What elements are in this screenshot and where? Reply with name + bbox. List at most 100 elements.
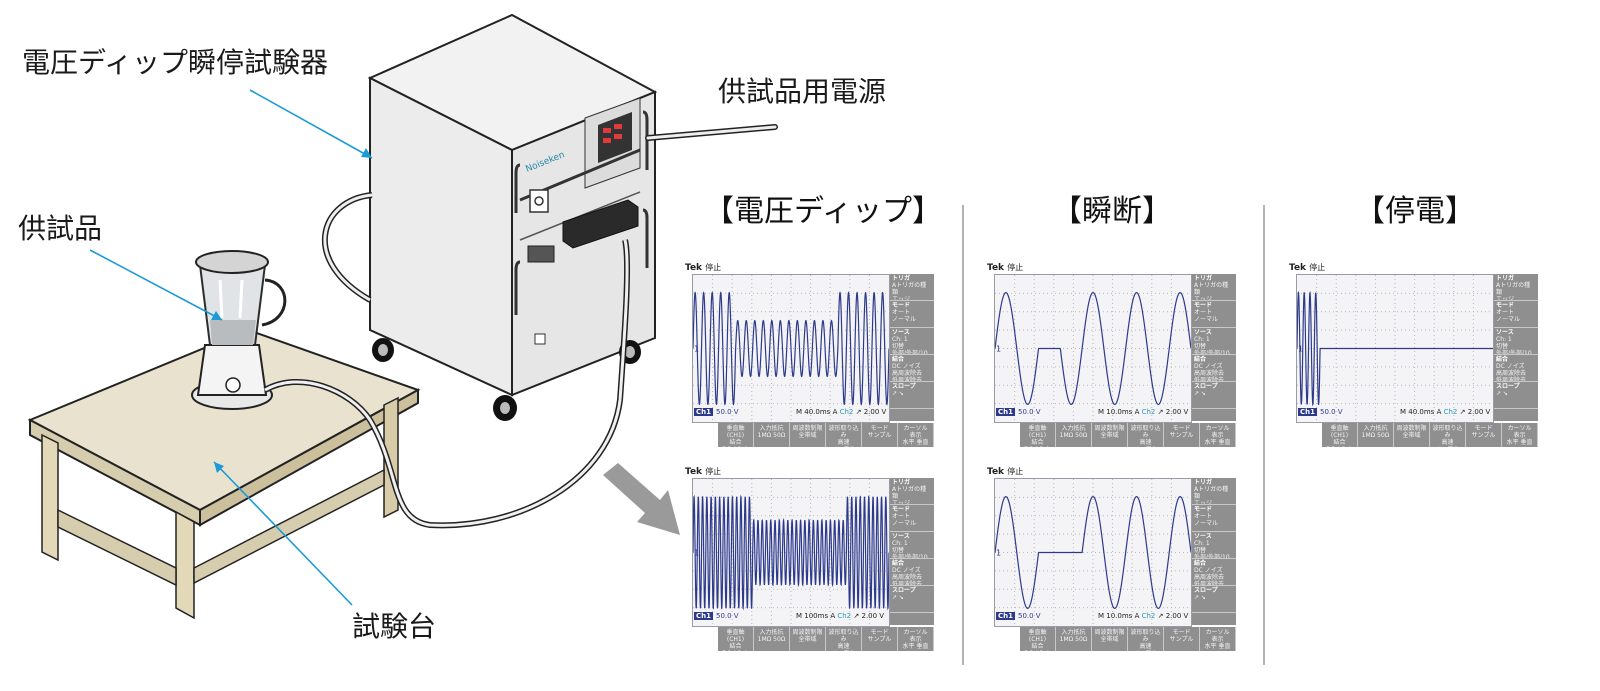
waveform-plot: 1 (1297, 275, 1493, 422)
waveform-trace (1297, 290, 1493, 407)
scope-display: 1 (994, 274, 1192, 423)
scope-side-menu-item[interactable]: トリガ Aトリガの種類エッジビデオ (890, 478, 934, 505)
volts-per-div: 50.0 V (1018, 408, 1041, 416)
scope-brand: Tek 停止 (987, 467, 1024, 477)
scope-bottom-menu-item[interactable]: 周波数制限全帯域 (790, 627, 826, 651)
ground-marker: 1 (996, 345, 1001, 354)
scope-side-menu-item[interactable]: 結合 DC ノイズ高周波除去低周波除去 (890, 355, 934, 382)
section-title-interrupt: 【瞬断】 (1052, 194, 1172, 229)
waveform-trace (693, 291, 889, 406)
scope-side-menu-item[interactable]: 結合 DC ノイズ高周波除去低周波除去 (890, 559, 934, 586)
scope-side-menu-item[interactable]: スロープ ↗ ↘ (1192, 382, 1236, 409)
section-title-dip: 【電圧ディップ】 (704, 194, 942, 229)
volts-per-div: 50.0 V (1320, 408, 1343, 416)
volts-per-div: 50.0 V (716, 612, 739, 620)
scope-side-menu-item[interactable]: トリガ Aトリガの種類エッジビデオ (890, 274, 934, 301)
scope-bottom-menu-item[interactable]: 波形取り込み 高速ノーマル (826, 423, 862, 447)
scope-bottom-menu-item[interactable]: 周波数制限全帯域 (1092, 627, 1128, 651)
tester-label: 電圧ディップ瞬停試験器 (22, 46, 329, 79)
scope-side-menu-item[interactable]: トリガ Aトリガの種類エッジビデオ (1192, 478, 1236, 505)
scope-brand: Tek 停止 (685, 263, 722, 273)
scope-bottom-menu-item[interactable]: カーソル 表示水平 垂直 (898, 627, 934, 651)
scope-bottom-menu-item[interactable]: モードサンプル (1164, 627, 1200, 651)
scope-display: 1 (692, 274, 890, 423)
scope-bottom-menu-item[interactable]: 周波数制限全帯域 (1394, 423, 1430, 447)
timebase-readout: M 10.0ms A Ch2 ↗ 2.00 V (1098, 612, 1189, 620)
scope-bottom-menu-item[interactable]: カーソル 表示水平 垂直 (898, 423, 934, 447)
scope-bottom-menu-item[interactable]: カーソル 表示水平 垂直 (1502, 423, 1538, 447)
device-under-test (191, 239, 631, 529)
scope-bottom-menu-item[interactable]: 周波数制限全帯域 (790, 423, 826, 447)
scope-bottom-menu-item[interactable]: 波形取り込み 高速ノーマル (1128, 627, 1164, 651)
scope-bottom-menu-item[interactable]: 波形取り込み 高速ノーマル (826, 627, 862, 651)
scope-bottom-menu-item[interactable]: モードサンプル (1466, 423, 1502, 447)
scope-side-menu-item[interactable]: 結合 DC ノイズ高周波除去低周波除去 (1494, 355, 1538, 382)
scope-brand: Tek 停止 (987, 263, 1024, 273)
pointer-lines (89, 89, 373, 606)
timebase-readout: M 100ms A Ch2 ↗ 2.00 V (796, 612, 885, 620)
scope-side-menu-item[interactable]: スロープ ↗ ↘ (890, 382, 934, 409)
scope-side-menu-item[interactable]: モード オートノーマル (1494, 301, 1538, 328)
dut-label: 供試品 (18, 212, 103, 245)
scope-side-menu-item[interactable]: トリガ Aトリガの種類エッジビデオ (1494, 274, 1538, 301)
scope-bottom-menu-item[interactable]: カーソル 表示水平 垂直 (1200, 423, 1236, 447)
waveform-trace (995, 292, 1191, 405)
section-divider (962, 205, 964, 665)
scope-side-menu-item[interactable]: スロープ ↗ ↘ (890, 586, 934, 613)
scope-side-menu-item[interactable]: トリガ Aトリガの種類エッジビデオ (1192, 274, 1236, 301)
scope-side-menu-item[interactable]: モード オートノーマル (890, 505, 934, 532)
bench-label: 試験台 (352, 610, 437, 643)
ground-marker: 1 (996, 549, 1001, 558)
scope-side-menu-item[interactable]: モード オートノーマル (1192, 301, 1236, 328)
scope-bottom-menu-item[interactable]: 周波数制限全帯域 (1092, 423, 1128, 447)
volts-per-div: 50.0 V (1018, 612, 1041, 620)
test-bench (27, 328, 421, 620)
scope-side-menu-item[interactable]: スロープ ↗ ↘ (1192, 586, 1236, 613)
scope-bottom-menu-item[interactable]: モードサンプル (1164, 423, 1200, 447)
waveform-plot: 1 (995, 275, 1191, 422)
waveform-plot: 1 (995, 479, 1191, 626)
scope-bottom-menu-item[interactable]: カーソル 表示水平 垂直 (1200, 627, 1236, 651)
scope-bottom-menu-item[interactable]: 波形取り込み 高速ノーマル (1430, 423, 1466, 447)
timebase-readout: M 10.0ms A Ch2 ↗ 2.00 V (1098, 408, 1189, 416)
scope-side-menu-item[interactable]: モード オートノーマル (1192, 505, 1236, 532)
ground-marker: 1 (694, 345, 699, 354)
scope-bottom-menu-item[interactable]: 波形取り込み 高速ノーマル (1128, 423, 1164, 447)
scope-side-menu-item[interactable]: 結合 DC ノイズ高周波除去低周波除去 (1192, 355, 1236, 382)
scope-side-menu-item[interactable]: モード オートノーマル (890, 301, 934, 328)
scope-bottom-menu-item[interactable]: モードサンプル (862, 423, 898, 447)
waveform-plot: 1 (693, 275, 889, 422)
channel-badge: Ch1 (694, 408, 713, 416)
scope-bottom-menu-item[interactable]: モードサンプル (862, 627, 898, 651)
scope-side-menu-item[interactable]: スロープ ↗ ↘ (1494, 382, 1538, 409)
scope-display: 1 (1296, 274, 1494, 423)
scope-side-menu-item[interactable]: 結合 DC ノイズ高周波除去低周波除去 (1192, 559, 1236, 586)
section-divider (1263, 205, 1265, 665)
ground-marker: 1 (694, 549, 699, 558)
